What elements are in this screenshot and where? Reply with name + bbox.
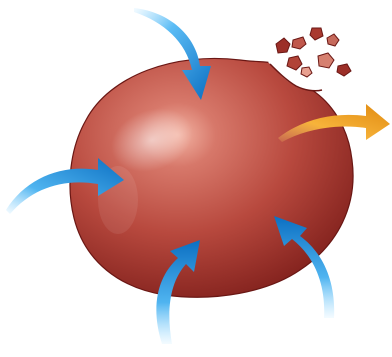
fragment bbox=[292, 37, 306, 49]
fragment bbox=[276, 38, 290, 53]
fragment bbox=[337, 64, 351, 76]
fragment bbox=[318, 53, 334, 68]
fragment bbox=[327, 34, 339, 46]
fragment bbox=[310, 28, 323, 40]
